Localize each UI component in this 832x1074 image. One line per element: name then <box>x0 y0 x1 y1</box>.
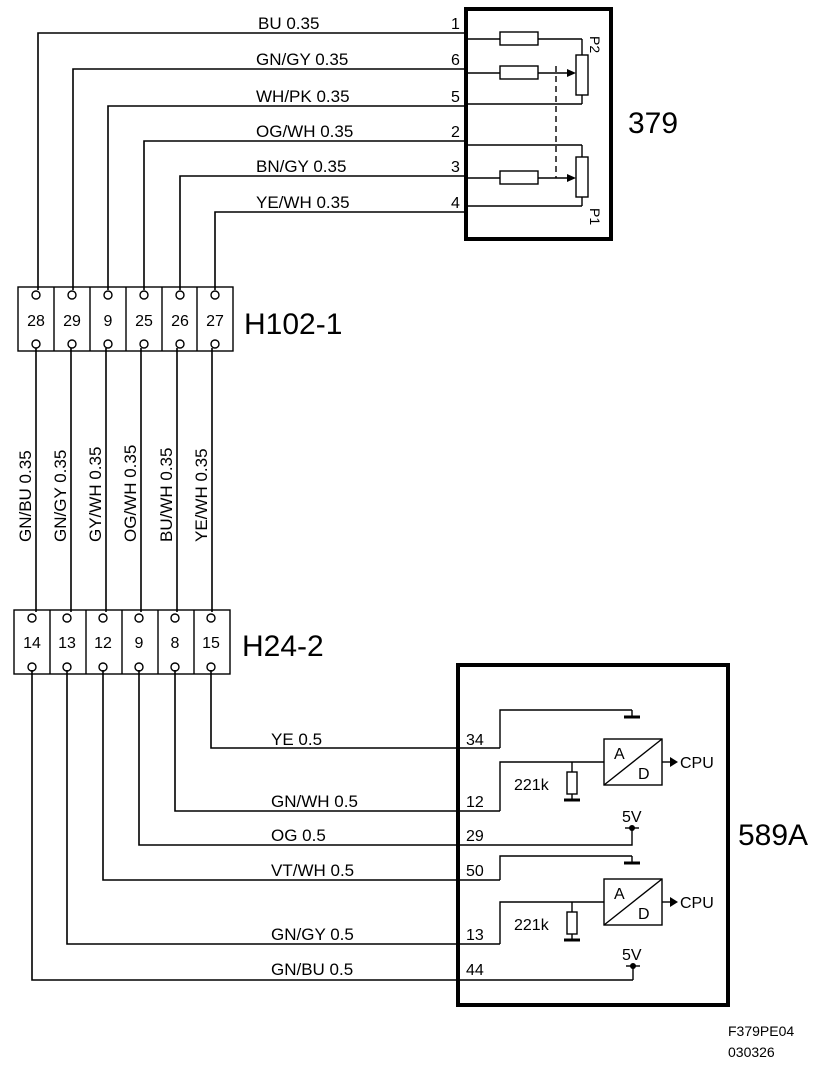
svg-text:9: 9 <box>135 635 144 652</box>
wire-ogwh-0.35: OG/WH 0.35 2 <box>143 122 466 290</box>
svg-text:GN/BU 0.35: GN/BU 0.35 <box>16 450 35 542</box>
svg-text:OG/WH 0.35: OG/WH 0.35 <box>121 445 140 542</box>
vertical-wires: GN/BU 0.35 GN/GY 0.35 GY/WH 0.35 OG/WH 0… <box>16 348 213 612</box>
svg-text:WH/PK 0.35: WH/PK 0.35 <box>256 87 350 106</box>
svg-text:D: D <box>638 766 650 783</box>
wire-og-0.5: OG 0.5 29 <box>138 670 500 846</box>
wire-gnbu-0.5: GN/BU 0.5 44 <box>31 670 633 981</box>
svg-text:13: 13 <box>58 635 76 652</box>
supply-5v-upper: 5V <box>622 809 642 826</box>
svg-text:A: A <box>614 746 625 763</box>
supply-5v-lower: 5V <box>622 947 642 964</box>
connector-h102-1-label: H102-1 <box>244 308 342 341</box>
svg-text:29: 29 <box>466 828 484 845</box>
svg-text:3: 3 <box>451 159 460 176</box>
svg-text:VT/WH 0.5: VT/WH 0.5 <box>271 861 354 880</box>
svg-text:YE/WH 0.35: YE/WH 0.35 <box>192 448 211 542</box>
svg-text:28: 28 <box>27 313 45 330</box>
svg-text:BU 0.35: BU 0.35 <box>258 14 319 33</box>
p2-label: P2 <box>587 36 603 53</box>
svg-text:27: 27 <box>206 313 224 330</box>
resistor-221k-lower: 221k <box>514 917 550 934</box>
connector-h24-2: 14 13 12 9 8 15 <box>13 609 231 675</box>
svg-text:A: A <box>614 886 625 903</box>
wire-ye-0.5: YE 0.5 34 <box>210 670 500 749</box>
adc-lower: A D CPU <box>603 878 714 926</box>
svg-text:14: 14 <box>23 635 41 652</box>
svg-text:GN/GY 0.35: GN/GY 0.35 <box>256 50 348 69</box>
resistor-221k-upper: 221k <box>514 777 550 794</box>
svg-text:29: 29 <box>63 313 81 330</box>
svg-text:OG/WH 0.35: OG/WH 0.35 <box>256 122 353 141</box>
potentiometer-p1 <box>466 144 589 207</box>
svg-text:12: 12 <box>94 635 112 652</box>
svg-text:12: 12 <box>466 794 484 811</box>
wire-whpk-0.35: WH/PK 0.35 5 <box>107 87 466 290</box>
svg-text:6: 6 <box>451 52 460 69</box>
svg-text:8: 8 <box>171 635 180 652</box>
svg-text:BN/GY 0.35: BN/GY 0.35 <box>256 157 346 176</box>
svg-text:26: 26 <box>171 313 189 330</box>
svg-text:BU/WH 0.35: BU/WH 0.35 <box>157 448 176 542</box>
p1-label: P1 <box>587 208 603 225</box>
reference-date: 030326 <box>728 1044 775 1060</box>
svg-text:4: 4 <box>451 195 460 212</box>
svg-text:1: 1 <box>451 16 460 33</box>
svg-text:GN/GY 0.35: GN/GY 0.35 <box>51 450 70 542</box>
svg-text:CPU: CPU <box>680 755 714 772</box>
svg-text:GN/GY 0.5: GN/GY 0.5 <box>271 925 354 944</box>
internal-circuit-lower <box>499 855 640 980</box>
adc-upper: A D CPU <box>603 738 714 786</box>
svg-text:CPU: CPU <box>680 895 714 912</box>
connector-h102-1: 28 29 9 25 26 27 <box>17 286 234 352</box>
svg-text:GN/BU 0.5: GN/BU 0.5 <box>271 960 353 979</box>
wire-bngy-0.35: BN/GY 0.35 3 <box>179 157 466 290</box>
connector-h24-2-label: H24-2 <box>242 630 324 663</box>
svg-text:34: 34 <box>466 732 484 749</box>
wire-gnwh-0.5: GN/WH 0.5 12 <box>174 670 500 812</box>
svg-text:13: 13 <box>466 927 484 944</box>
svg-text:GY/WH 0.35: GY/WH 0.35 <box>86 447 105 542</box>
svg-text:GN/WH 0.5: GN/WH 0.5 <box>271 792 358 811</box>
reference-code: F379PE04 <box>728 1023 794 1039</box>
component-379-label: 379 <box>628 107 678 140</box>
wire-vtwh-0.5: VT/WH 0.5 50 <box>102 670 500 881</box>
wire-bu-0.35: BU 0.35 1 <box>37 14 466 290</box>
svg-text:15: 15 <box>202 635 220 652</box>
svg-text:YE/WH 0.35: YE/WH 0.35 <box>256 193 350 212</box>
wire-gngy-0.5: GN/GY 0.5 13 <box>66 670 500 945</box>
svg-text:25: 25 <box>135 313 153 330</box>
potentiometer-p2 <box>466 31 589 105</box>
component-589a-box <box>456 663 730 1007</box>
svg-text:44: 44 <box>466 962 484 979</box>
svg-text:5: 5 <box>451 89 460 106</box>
svg-text:OG 0.5: OG 0.5 <box>271 826 326 845</box>
component-379-box <box>464 7 613 241</box>
component-589a-label: 589A <box>738 819 808 852</box>
internal-circuit-upper <box>499 709 640 846</box>
svg-text:YE 0.5: YE 0.5 <box>271 730 322 749</box>
svg-text:50: 50 <box>466 863 484 880</box>
wire-yewh-0.35: YE/WH 0.35 4 <box>214 193 466 290</box>
svg-text:2: 2 <box>451 124 460 141</box>
svg-text:D: D <box>638 906 650 923</box>
svg-text:9: 9 <box>104 313 113 330</box>
wire-gngy-0.35: GN/GY 0.35 6 <box>72 50 466 290</box>
